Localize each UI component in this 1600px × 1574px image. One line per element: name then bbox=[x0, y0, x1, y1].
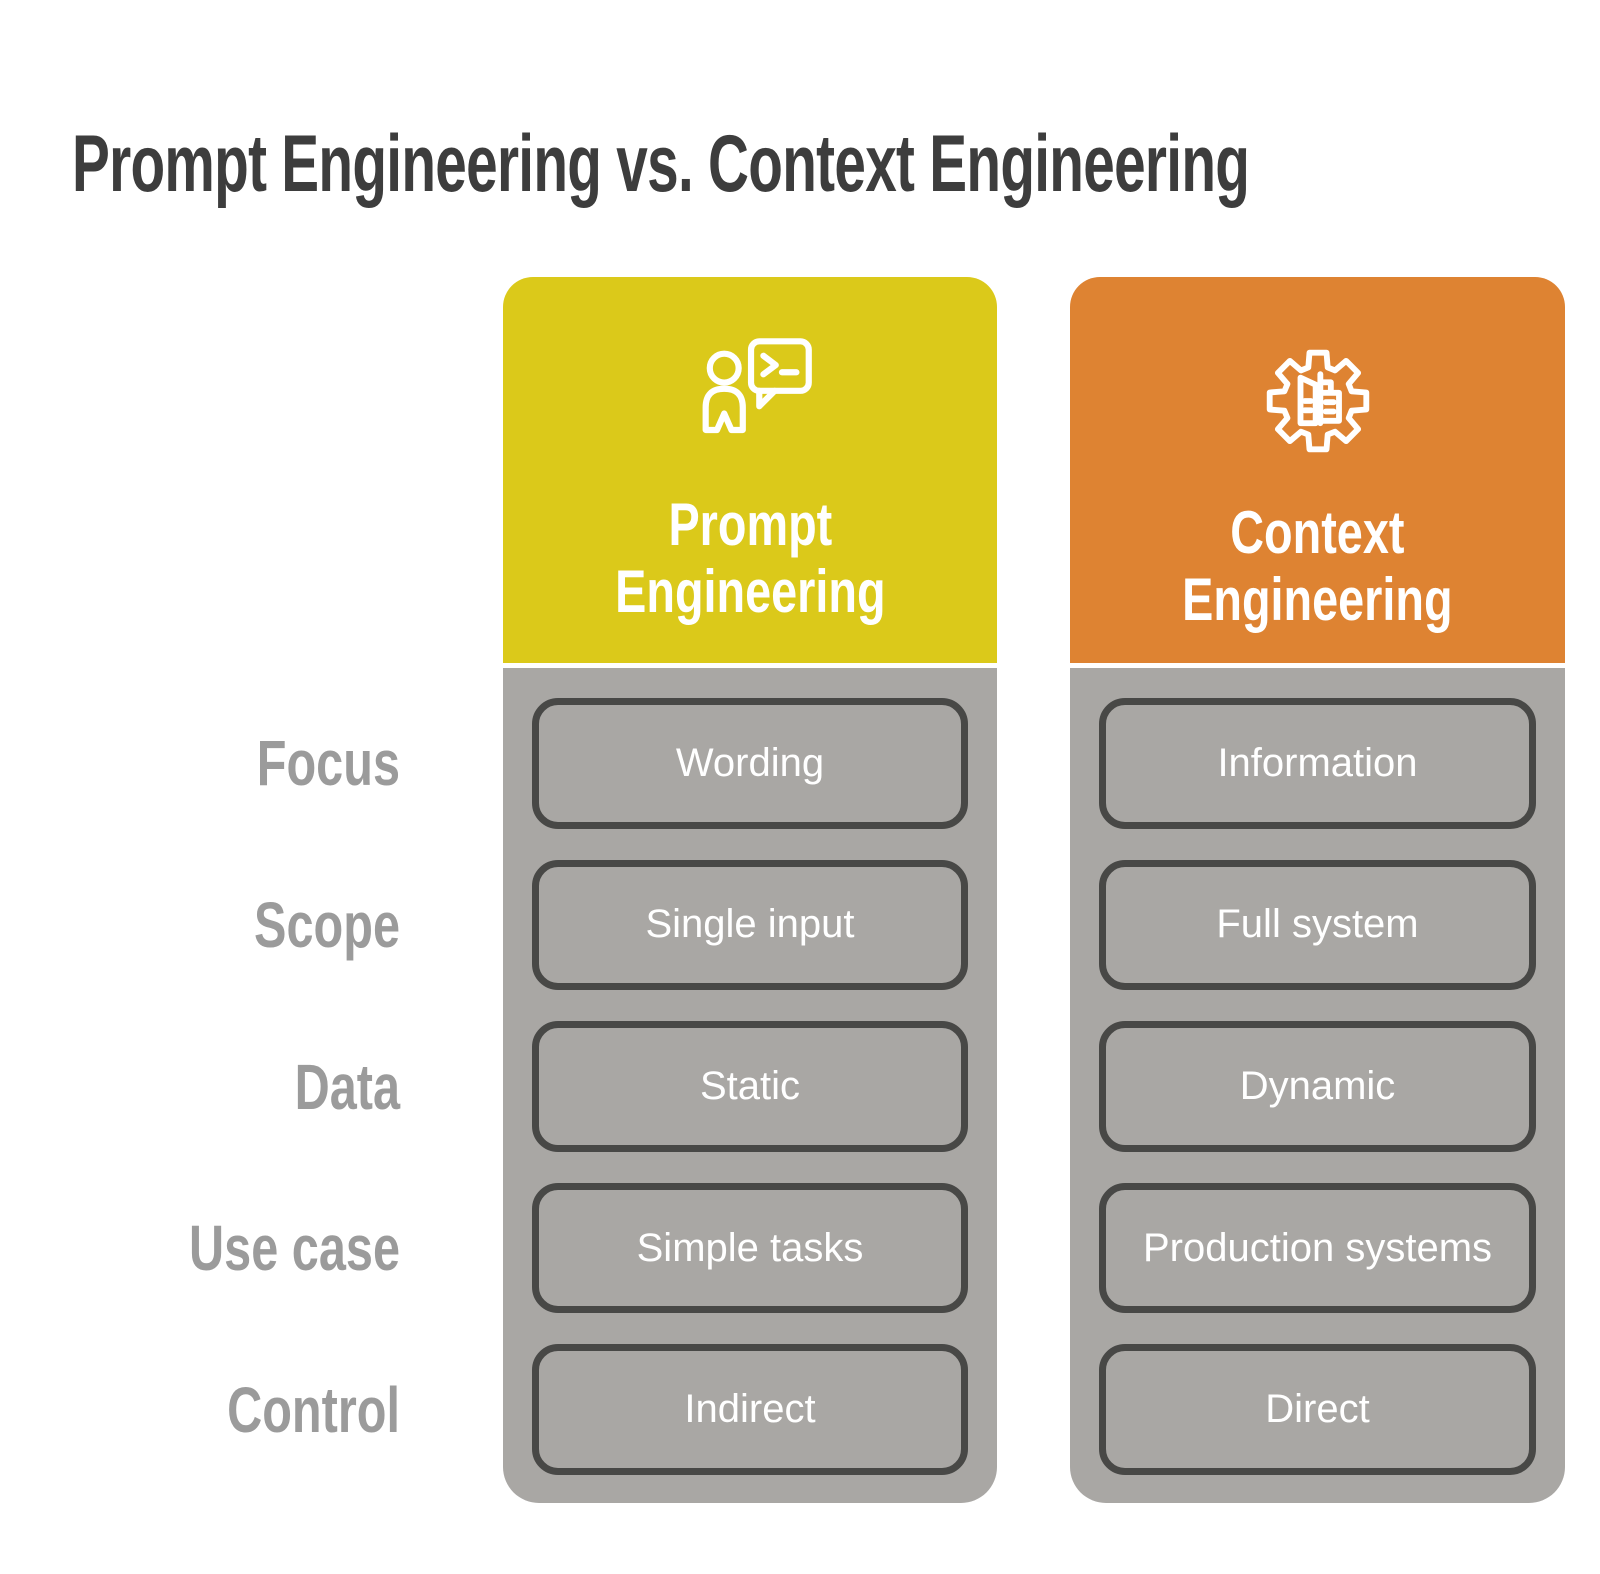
gear-document-icon bbox=[1266, 349, 1369, 453]
person-chat-terminal-icon bbox=[702, 338, 812, 434]
context-title-line-1: Context bbox=[1230, 499, 1405, 566]
context-column-title: Context Engineering bbox=[1182, 499, 1452, 633]
page-title: Prompt Engineering vs. Context Engineeri… bbox=[72, 119, 1250, 209]
pill-context-focus: Information bbox=[1099, 698, 1536, 829]
row-label-control: Control bbox=[227, 1374, 400, 1446]
context-engineering-column: Information Full system Dynamic Producti… bbox=[1070, 668, 1565, 1503]
pill-context-data: Dynamic bbox=[1099, 1021, 1536, 1152]
prompt-engineering-column: Wording Single input Static Simple tasks… bbox=[503, 668, 997, 1503]
context-engineering-header: Context Engineering bbox=[1070, 277, 1565, 663]
row-label-scope: Scope bbox=[254, 889, 400, 961]
row-label-data: Data bbox=[294, 1051, 400, 1123]
pill-context-scope: Full system bbox=[1099, 859, 1536, 991]
row-label-use-case: Use case bbox=[189, 1212, 400, 1284]
prompt-column-title: Prompt Engineering bbox=[615, 491, 885, 625]
pill-context-control: Direct bbox=[1099, 1344, 1536, 1475]
pill-prompt-data: Static bbox=[532, 1021, 968, 1152]
prompt-engineering-header: Prompt Engineering bbox=[503, 277, 997, 663]
row-label-focus: Focus bbox=[256, 727, 400, 799]
context-title-line-2: Engineering bbox=[1182, 566, 1453, 633]
pill-prompt-control: Indirect bbox=[532, 1344, 968, 1475]
pill-prompt-focus: Wording bbox=[532, 698, 968, 829]
pill-prompt-scope: Single input bbox=[532, 859, 968, 991]
prompt-title-line-1: Prompt bbox=[668, 491, 832, 558]
prompt-title-line-2: Engineering bbox=[614, 558, 886, 625]
pill-context-use-case: Production systems bbox=[1099, 1182, 1536, 1314]
pill-prompt-use-case: Simple tasks bbox=[532, 1182, 968, 1314]
